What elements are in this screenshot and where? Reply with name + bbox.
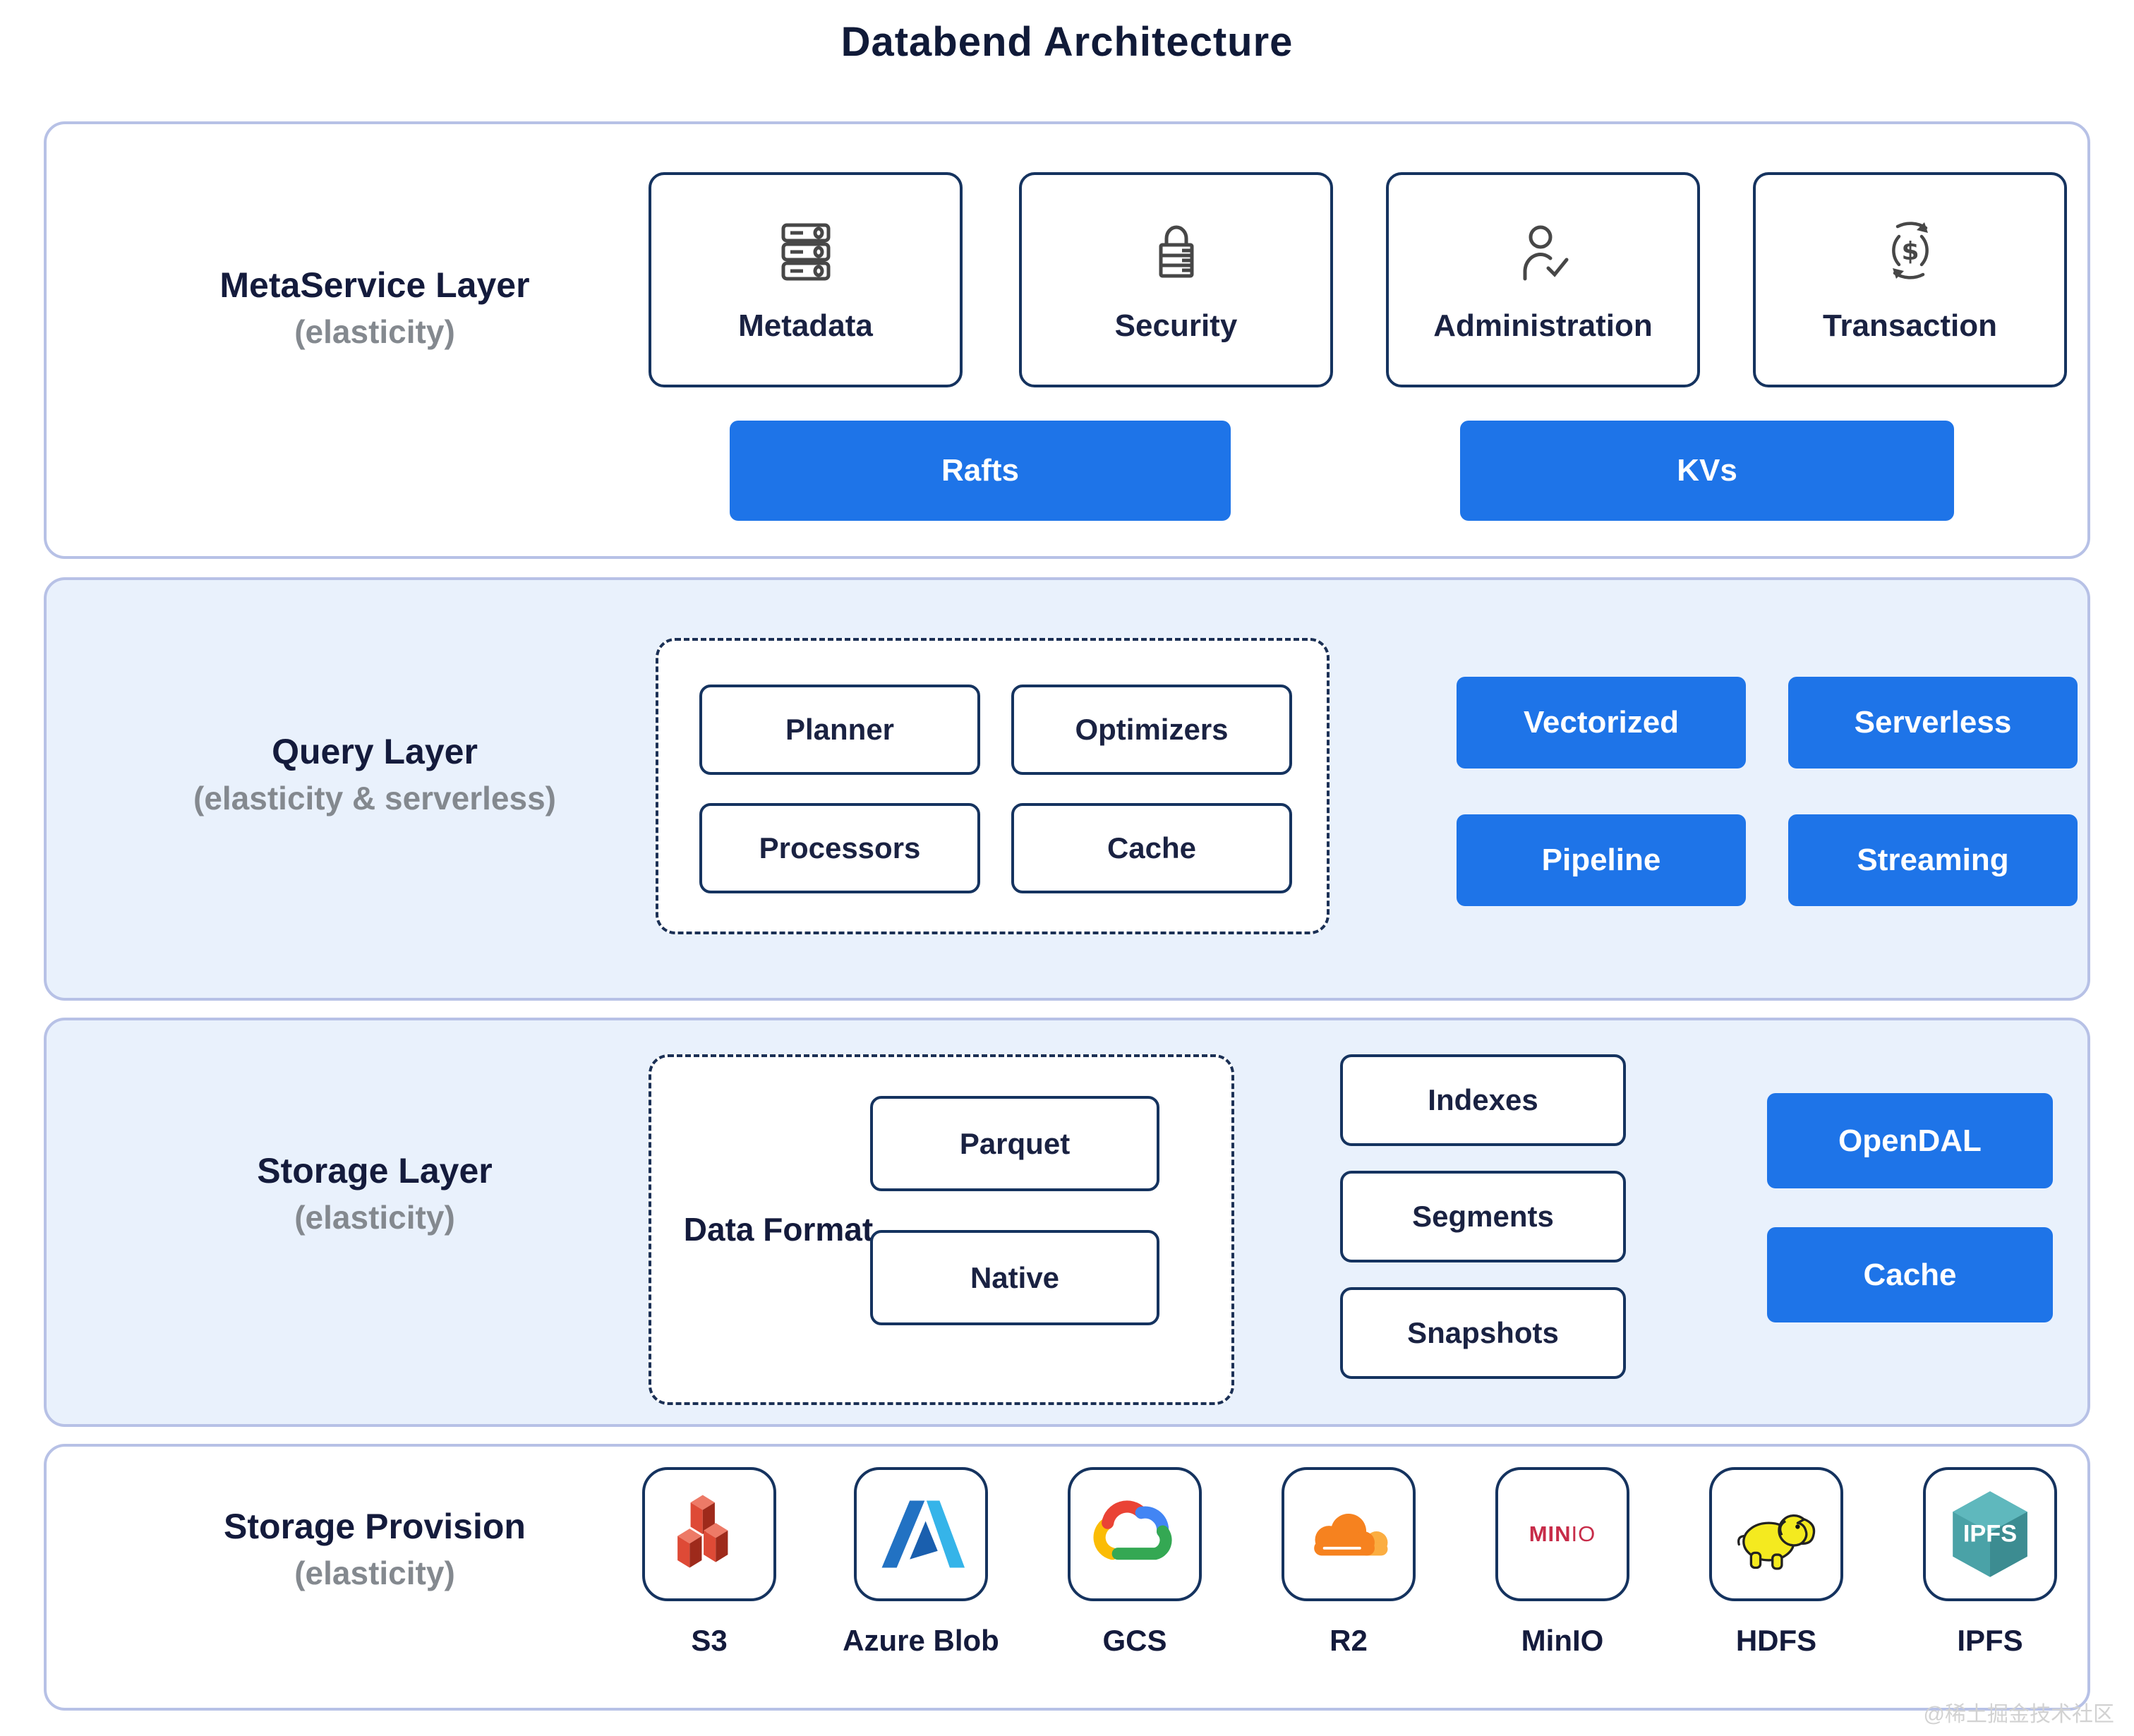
- data-format-label: Data Format: [683, 1210, 874, 1248]
- card-label: Metadata: [738, 308, 873, 343]
- minio-logo: MINIO: [1529, 1521, 1596, 1547]
- layer-subtitle: (elasticity & serverless): [193, 779, 556, 816]
- storage-layer-label: Storage Layer (elasticity): [96, 1147, 653, 1239]
- card-label: Security: [1114, 308, 1238, 343]
- provider-s3: S3: [642, 1467, 776, 1658]
- vectorized-badge: Vectorized: [1457, 677, 1746, 768]
- provider-minio: MINIO MinIO: [1495, 1467, 1629, 1658]
- processors-box: Processors: [699, 803, 980, 893]
- native-box: Native: [870, 1230, 1159, 1325]
- ipfs-logo-text: IPFS: [1963, 1521, 2017, 1548]
- storage-provision-label: Storage Provision (elasticity): [96, 1503, 653, 1595]
- r2-logo-box: [1282, 1467, 1416, 1601]
- provider-label: MinIO: [1521, 1624, 1604, 1657]
- minio-logo-box: MINIO: [1495, 1467, 1629, 1601]
- layer-name: Query Layer: [272, 732, 478, 771]
- optimizers-box: Optimizers: [1011, 685, 1292, 775]
- ipfs-logo-box: IPFS: [1923, 1467, 2057, 1601]
- google-cloud-logo: [1093, 1500, 1172, 1560]
- metadata-card: Metadata: [649, 172, 963, 387]
- kvs-badge: KVs: [1460, 421, 1954, 521]
- dollar-cycle-icon: $: [1891, 221, 1929, 279]
- lock-icon: [1159, 225, 1193, 277]
- query-layer-section: Query Layer (elasticity & serverless) Pl…: [44, 577, 2090, 1001]
- metaservice-layer-section: MetaService Layer (elasticity) Metadata: [44, 121, 2090, 559]
- provider-label: HDFS: [1735, 1624, 1817, 1657]
- ipfs-logo: IPFS: [1953, 1491, 2027, 1577]
- layer-name: Storage Provision: [224, 1507, 526, 1546]
- svg-text:$: $: [1901, 237, 1919, 266]
- provider-label: R2: [1330, 1624, 1368, 1657]
- azure-logo-box: [854, 1467, 988, 1601]
- provider-gcs: GCS: [1068, 1467, 1202, 1658]
- layer-name: MetaService Layer: [219, 265, 530, 305]
- card-label: Administration: [1433, 308, 1653, 343]
- streaming-badge: Streaming: [1788, 814, 2078, 906]
- snapshots-box: Snapshots: [1340, 1287, 1626, 1379]
- query-pipeline-group: Planner Optimizers Processors Cache: [656, 638, 1330, 934]
- provider-hdfs: HDFS: [1709, 1467, 1843, 1658]
- planner-box: Planner: [699, 685, 980, 775]
- s3-logo: [677, 1495, 728, 1568]
- provider-label: IPFS: [1957, 1624, 2023, 1657]
- pipeline-badge: Pipeline: [1457, 814, 1746, 906]
- card-label: Transaction: [1823, 308, 1997, 343]
- server-stack-icon: [781, 223, 830, 280]
- provider-label: S3: [691, 1624, 728, 1657]
- parquet-box: Parquet: [870, 1096, 1159, 1191]
- layer-subtitle: (elasticity): [294, 1554, 455, 1591]
- opendal-badge: OpenDAL: [1767, 1093, 2053, 1188]
- transaction-card: $ Transaction: [1753, 172, 2067, 387]
- provider-label: Azure Blob: [843, 1624, 999, 1657]
- rafts-badge: Rafts: [730, 421, 1231, 521]
- storage-layer-section: Storage Layer (elasticity) Data Format P…: [44, 1018, 2090, 1427]
- storage-provision-section: Storage Provision (elasticity) S3: [44, 1444, 2090, 1711]
- provider-azure-blob: Azure Blob: [843, 1467, 999, 1658]
- hdfs-logo-box: [1709, 1467, 1843, 1601]
- data-format-group: Data Format Parquet Native: [649, 1054, 1234, 1405]
- query-layer-label: Query Layer (elasticity & serverless): [96, 728, 653, 820]
- watermark: @稀土掘金技术社区: [1923, 1703, 2114, 1726]
- hadoop-elephant-logo: [1737, 1514, 1816, 1570]
- layer-subtitle: (elasticity): [294, 1198, 455, 1236]
- provider-ipfs: IPFS IPFS: [1923, 1467, 2057, 1658]
- storage-cache-badge: Cache: [1767, 1227, 2053, 1322]
- layer-subtitle: (elasticity): [294, 313, 455, 350]
- cloudflare-logo: [1314, 1513, 1388, 1556]
- page-title: Databend Architecture: [840, 19, 1294, 65]
- azure-logo: [881, 1500, 965, 1568]
- s3-logo-box: [642, 1467, 776, 1601]
- minio-logo-bold: MIN: [1529, 1521, 1572, 1546]
- provider-label: GCS: [1102, 1624, 1167, 1657]
- serverless-badge: Serverless: [1788, 677, 2078, 768]
- indexes-box: Indexes: [1340, 1054, 1626, 1146]
- segments-box: Segments: [1340, 1171, 1626, 1262]
- administration-card: Administration: [1386, 172, 1700, 387]
- gcs-logo-box: [1068, 1467, 1202, 1601]
- minio-logo-light: IO: [1571, 1521, 1596, 1546]
- provider-r2: R2: [1282, 1467, 1416, 1658]
- layer-name: Storage Layer: [257, 1151, 493, 1191]
- metaservice-layer-label: MetaService Layer (elasticity): [96, 262, 653, 354]
- security-card: Security: [1019, 172, 1333, 387]
- user-check-icon: [1523, 225, 1568, 280]
- query-cache-box: Cache: [1011, 803, 1292, 893]
